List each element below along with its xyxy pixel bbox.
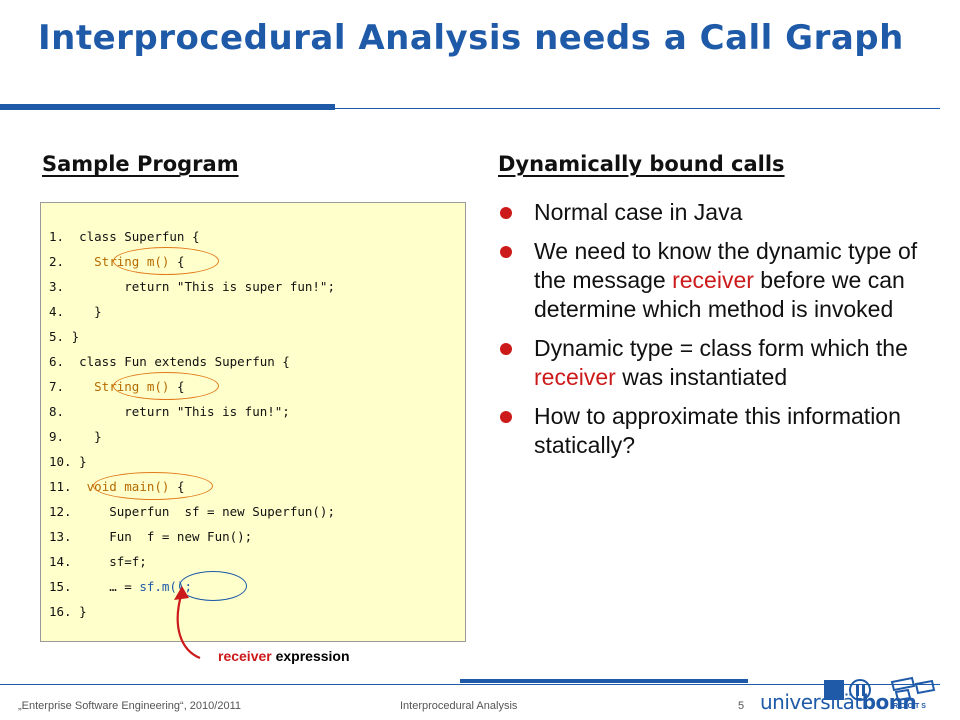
- bullet-item: Dynamic type = class form which the rece…: [500, 334, 920, 392]
- code-highlight: String m(): [94, 379, 170, 394]
- bullet-item: Normal case in Java: [500, 198, 920, 227]
- code-highlight-receiver: sf.m();: [139, 579, 192, 594]
- page-number: 5: [738, 700, 745, 712]
- code-line: 11. void main() {: [49, 479, 185, 494]
- expression-word: expression: [275, 648, 350, 664]
- code-line: 8. return "This is fun!";: [49, 404, 290, 419]
- code-line: 16. }: [49, 604, 87, 619]
- code-line: 13. Fun f = new Fun();: [49, 529, 253, 544]
- code-line: 15. … = sf.m();: [49, 579, 192, 594]
- receiver-word: receiver: [218, 648, 272, 664]
- code-listing: 1. class Superfun { 2. String m() { 3. r…: [40, 202, 466, 642]
- bullet-item: We need to know the dynamic type of the …: [500, 237, 920, 324]
- footer-course: „Enterprise Software Engineering“, 2010/…: [18, 700, 241, 712]
- code-highlight: void main(): [86, 479, 170, 494]
- slide-title: Interprocedural Analysis needs a Call Gr…: [38, 18, 904, 58]
- code-line: 14. sf=f;: [49, 554, 147, 569]
- code-line: 6. class Fun extends Superfun {: [49, 354, 290, 369]
- left-heading: Sample Program: [42, 152, 239, 176]
- code-line: 2. String m() {: [49, 254, 185, 269]
- right-heading: Dynamically bound calls: [498, 152, 785, 176]
- roots-logo-text: ROOTS: [893, 703, 928, 710]
- code-line: 10. }: [49, 454, 87, 469]
- bullet-dot-icon: [500, 207, 512, 219]
- title-underline: [0, 108, 940, 109]
- bullet-list: Normal case in Java We need to know the …: [500, 198, 920, 470]
- receiver-expression-label: receiver expression: [218, 648, 350, 664]
- bullet-dot-icon: [500, 411, 512, 423]
- receiver-arrow: [174, 586, 201, 660]
- footer-rule: [0, 684, 940, 685]
- bullet-item: How to approximate this information stat…: [500, 402, 920, 460]
- code-line: 1. class Superfun {: [49, 229, 200, 244]
- code-line: 12. Superfun sf = new Superfun();: [49, 504, 335, 519]
- code-highlight: String m(): [94, 254, 170, 269]
- code-line: 9. }: [49, 429, 102, 444]
- footer-topic: Interprocedural Analysis: [400, 700, 518, 712]
- code-line: 3. return "This is super fun!";: [49, 279, 335, 294]
- bullet-dot-icon: [500, 343, 512, 355]
- university-logo: universitätbonn: [760, 690, 917, 714]
- code-line: 7. String m() {: [49, 379, 185, 394]
- code-line-number: 2.: [49, 254, 95, 269]
- footer-rule-accent: [460, 679, 748, 683]
- code-line: 5. }: [49, 329, 80, 344]
- bullet-dot-icon: [500, 246, 512, 258]
- title-underline-accent: [0, 104, 335, 110]
- institute-logo-icon: [824, 676, 936, 702]
- code-line: 4. }: [49, 304, 102, 319]
